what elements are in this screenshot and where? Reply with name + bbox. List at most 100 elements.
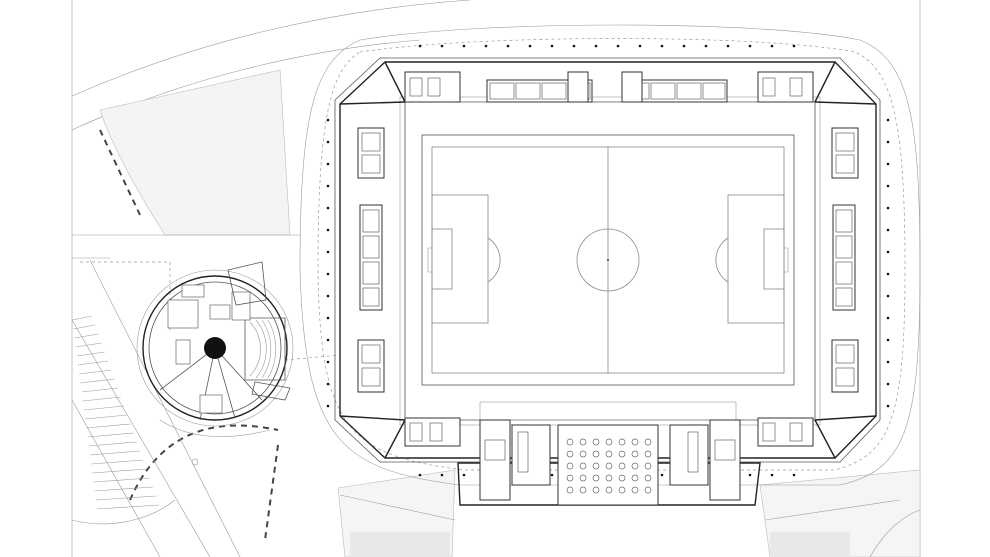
table: [579, 474, 587, 482]
column-dot: [462, 473, 466, 477]
column-dot: [886, 206, 890, 210]
column-dot: [616, 44, 620, 48]
parking-bay-line: [94, 486, 153, 492]
column-dot: [326, 338, 330, 342]
restaurant-tables: [566, 438, 652, 494]
column-dot: [440, 473, 444, 477]
column-dot: [682, 44, 686, 48]
column-dot: [886, 316, 890, 320]
parking-bay-line: [87, 432, 134, 438]
perimeter-columns: [326, 44, 890, 477]
column-dot: [886, 338, 890, 342]
table: [605, 450, 613, 458]
column-dot: [748, 44, 752, 48]
column-dot: [550, 44, 554, 48]
table: [579, 450, 587, 458]
parking-bay-line: [77, 360, 109, 366]
table: [605, 438, 613, 446]
column-dot: [418, 473, 422, 477]
table: [644, 474, 652, 482]
table: [644, 462, 652, 470]
table: [605, 462, 613, 470]
column-dot: [326, 162, 330, 166]
east-stand-rooms: [831, 127, 859, 393]
road-marking: [99, 129, 141, 216]
column-dot: [886, 404, 890, 408]
table: [644, 486, 652, 494]
column-dot: [886, 250, 890, 254]
column-dot: [550, 473, 554, 477]
column-dot: [886, 162, 890, 166]
column-dot: [638, 44, 642, 48]
parking-bay-line: [89, 450, 141, 456]
center-circle: [576, 228, 640, 292]
column-dot: [506, 44, 510, 48]
table: [592, 438, 600, 446]
parking-bay-line: [86, 423, 131, 429]
parking-bay-line: [79, 369, 112, 375]
table: [644, 438, 652, 446]
parking-bay-line: [91, 459, 144, 465]
column-dot: [594, 44, 598, 48]
parking-area: [71, 315, 160, 510]
table: [579, 462, 587, 470]
column-dot: [326, 118, 330, 122]
column-dot: [704, 44, 708, 48]
table: [618, 438, 626, 446]
parking-bay-line: [97, 504, 160, 510]
column-dot: [886, 118, 890, 122]
road-marking-lower: [129, 424, 279, 501]
table: [579, 438, 587, 446]
column-dot: [770, 473, 774, 477]
column-dot: [528, 44, 532, 48]
table: [618, 450, 626, 458]
column-dot: [326, 360, 330, 364]
table: [631, 438, 639, 446]
parking-bay-line: [80, 378, 115, 384]
west-stand-rooms: [357, 127, 385, 393]
table: [592, 462, 600, 470]
south-stand-rooms: [404, 401, 814, 447]
parking-bay-line: [75, 342, 102, 348]
stand-outline: [334, 57, 881, 463]
column-dot: [326, 382, 330, 386]
column-dot: [886, 294, 890, 298]
table: [631, 450, 639, 458]
table: [631, 474, 639, 482]
column-dot: [326, 272, 330, 276]
central-core: [204, 337, 226, 359]
table: [605, 474, 613, 482]
table: [566, 462, 574, 470]
stadium: [299, 24, 921, 506]
column-dot: [484, 44, 488, 48]
site-context: [71, 0, 921, 557]
column-dot: [326, 228, 330, 232]
table: [566, 438, 574, 446]
table: [631, 462, 639, 470]
table: [618, 486, 626, 494]
table: [644, 450, 652, 458]
column-dot: [792, 473, 796, 477]
table: [592, 486, 600, 494]
parking-bay-line: [73, 324, 96, 330]
parking-bay-line: [82, 396, 121, 402]
column-dot: [886, 272, 890, 276]
column-dot: [726, 44, 730, 48]
column-dot: [886, 360, 890, 364]
parking-bay-line: [76, 351, 105, 357]
column-dot: [440, 44, 444, 48]
parking-bay-line: [74, 333, 99, 339]
column-dot: [572, 44, 576, 48]
column-dot: [770, 44, 774, 48]
table: [592, 474, 600, 482]
column-dot: [326, 250, 330, 254]
column-dot: [326, 206, 330, 210]
column-dot: [660, 44, 664, 48]
parking-bay-line: [85, 414, 128, 420]
table: [566, 486, 574, 494]
parking-bay-line: [95, 495, 157, 501]
parking-bay-line: [71, 315, 93, 321]
column-dot: [792, 44, 796, 48]
column-dot: [326, 316, 330, 320]
north-stand-rooms: [404, 71, 814, 103]
